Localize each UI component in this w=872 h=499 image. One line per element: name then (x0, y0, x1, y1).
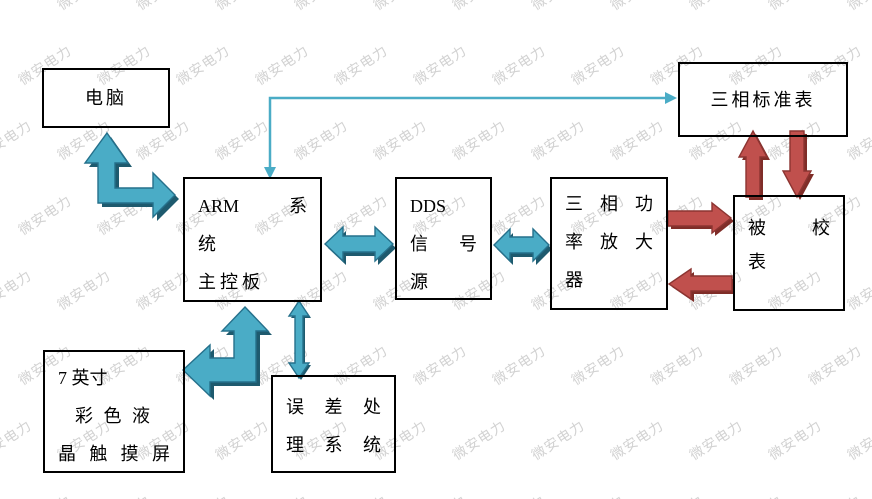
arrow-amplifier-to-meter (667, 202, 734, 236)
box-computer: 电脑 (42, 68, 170, 128)
box-mut-line1: 被 校 (748, 218, 830, 238)
box-amp-line2: 率 放 大 (565, 232, 653, 252)
box-dds-line2: 信 号 (410, 234, 477, 254)
box-meter-under-test: 被 校 表 (733, 195, 845, 311)
box-amp-line3: 器 (565, 270, 583, 290)
arrow-computer-arm (84, 132, 179, 221)
box-arm-line1: ARM 系 (198, 196, 307, 216)
box-touchscreen: 7 英寸 彩 色 液 晶触摸屏 (43, 350, 185, 473)
arrow-arm-touchscreen (182, 306, 272, 400)
box-standard-meter: 三相标准表 (678, 62, 848, 137)
arrow-arm-dds (324, 226, 396, 265)
box-amp-line1: 三 相 功 (565, 194, 653, 214)
box-computer-label: 电脑 (85, 88, 127, 108)
arrow-dds-amplifier (493, 228, 552, 265)
box-mut-line2: 表 (748, 252, 766, 272)
box-touch-line3: 晶触摸屏 (58, 444, 170, 464)
arrow-meter-to-standard-up (738, 130, 770, 200)
box-dds-line1: DDS (410, 196, 447, 216)
box-power-amplifier: 三 相 功 率 放 大 器 (550, 177, 668, 310)
arrow-arm-error-system (288, 300, 311, 380)
box-arm-main-control: ARM 系 统 主控板 (183, 177, 322, 302)
arrow-standard-to-meter-down (782, 130, 814, 200)
box-standard-meter-label: 三相标准表 (710, 89, 816, 110)
arrow-arm-standard-meter (264, 92, 677, 179)
box-dds-source: DDS 信 号 源 (395, 177, 492, 300)
arrow-meter-to-amplifier (668, 268, 735, 302)
box-touch-line2: 彩 色 液 (75, 406, 153, 426)
box-touch-line1: 7 英寸 (58, 368, 108, 388)
box-error-system: 误 差 处 理 系 统 (271, 375, 396, 473)
box-err-line1: 误 差 处 (286, 397, 381, 417)
box-err-line2: 理 系 统 (286, 435, 381, 455)
box-arm-line3: 主控板 (198, 272, 264, 292)
box-arm-line2: 统 (198, 234, 216, 254)
box-dds-line3: 源 (410, 272, 428, 292)
